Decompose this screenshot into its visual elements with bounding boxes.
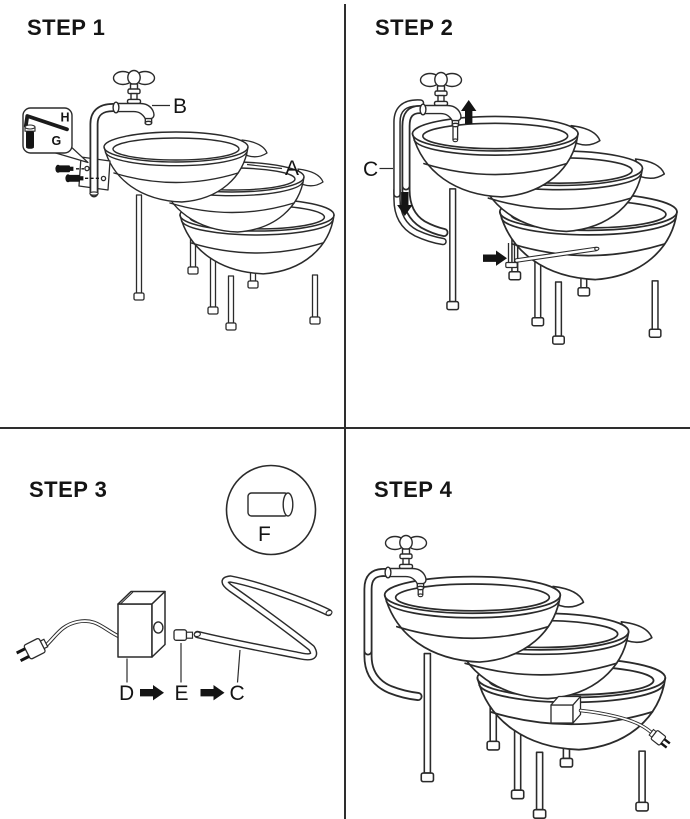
step-1-panel: STEP 1 [0, 0, 345, 427]
step-2-panel: STEP 2 [346, 0, 690, 427]
part-label-e: E [175, 682, 189, 705]
tube-c [393, 99, 425, 198]
power-plug [15, 637, 49, 663]
leader-lines [152, 104, 283, 170]
arrow-right-icon [200, 685, 225, 701]
power-cord [45, 619, 120, 647]
part-label-g: G [52, 134, 62, 148]
step-1-illustration: H G B A [22, 69, 345, 427]
part-label-f: F [258, 523, 271, 546]
step-3-title: STEP 3 [29, 477, 108, 502]
fountain-assembly [104, 132, 334, 330]
hex-key [23, 114, 69, 132]
grid-divider-vertical [344, 4, 346, 819]
stand-pipe-tail [363, 642, 423, 701]
part-label-b: B [173, 95, 187, 118]
stand-pipe [401, 105, 425, 191]
step-2-illustration: C [363, 71, 690, 427]
part-label-a: A [285, 157, 299, 180]
pump-outlet [152, 621, 164, 634]
pump-box [550, 695, 582, 724]
part-label-d: D [119, 682, 134, 705]
drain-fitting [505, 243, 518, 269]
hardware-callout: H G [22, 107, 89, 164]
part-circle-inset: F [225, 464, 317, 556]
step-3-panel: STEP 3 F [0, 429, 345, 819]
step-4-panel: STEP 4 [346, 429, 690, 819]
stand-pipe [363, 568, 390, 656]
arrow-right-icon [483, 250, 507, 266]
faucet [112, 69, 156, 126]
step-4-illustration [363, 534, 671, 819]
faucet [384, 534, 428, 591]
tube-c [193, 575, 333, 661]
step-4-title: STEP 4 [374, 477, 453, 502]
stand-pipe [89, 103, 118, 198]
grid-divider-horizontal [0, 427, 690, 429]
power-plug [648, 728, 671, 749]
fountain-assembly [412, 116, 677, 344]
step-3-illustration: F [15, 464, 333, 705]
part-label-c: C [363, 158, 378, 181]
mounting-bolts [55, 164, 99, 183]
connector-e [173, 629, 194, 641]
leader-lines [126, 643, 241, 683]
part-label-h: H [61, 111, 70, 125]
arrow-right-icon [140, 685, 164, 701]
fountain-assembly [385, 577, 666, 819]
step-1-title: STEP 1 [27, 15, 106, 40]
faucet [419, 71, 463, 128]
bolt-part-g [24, 124, 36, 149]
cylinder-part-f [247, 492, 294, 517]
pump-transformer [117, 590, 166, 658]
step-2-title: STEP 2 [375, 15, 454, 40]
part-label-c: C [230, 682, 245, 705]
inner-tube [514, 246, 600, 263]
